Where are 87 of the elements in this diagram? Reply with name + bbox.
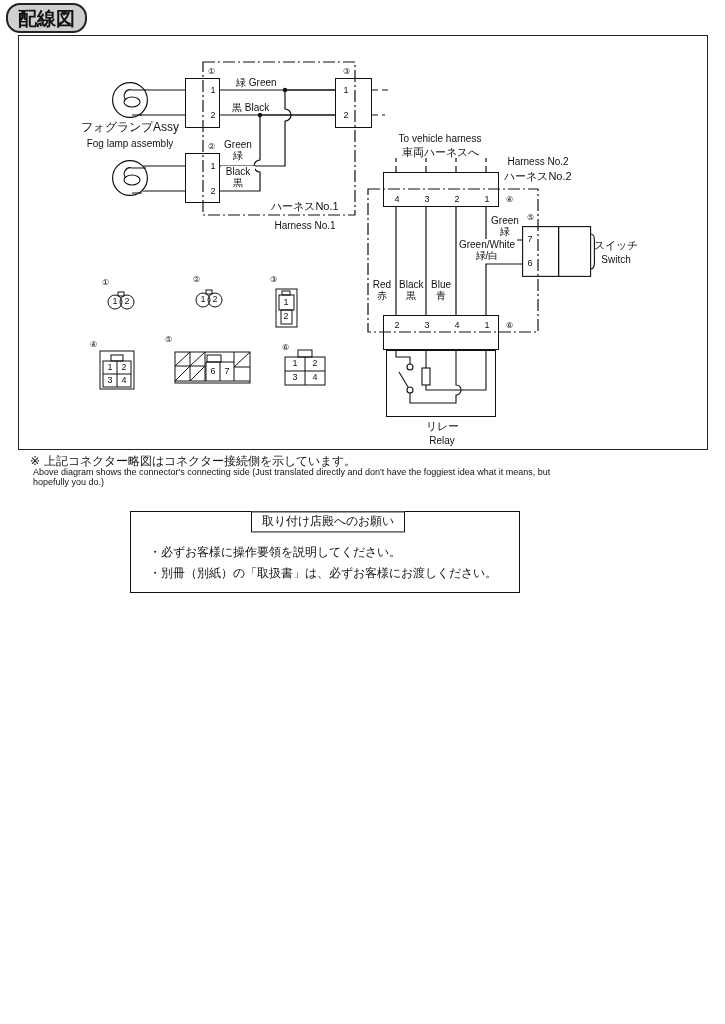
wire-label: Green/White 緑/白: [457, 239, 517, 261]
note-text: ※ 上記コネクター略図はコネクター接続側を示しています。: [30, 455, 356, 469]
connector-number: ③: [342, 67, 350, 77]
pin-number: 2: [343, 111, 349, 121]
wire: [485, 263, 523, 316]
connector-number: ⑥: [281, 343, 289, 353]
pin-number: 4: [121, 376, 127, 386]
destination-label: To vehicle harness: [398, 132, 482, 144]
dashed-wire: [485, 157, 487, 173]
pin-number: 2: [212, 295, 218, 305]
pin-number: 6: [210, 367, 216, 377]
wire: [395, 206, 397, 316]
pin-number: 1: [283, 298, 289, 308]
pin-number: 3: [292, 373, 298, 383]
pin-number: 1: [210, 162, 216, 172]
pin-number: 1: [292, 359, 298, 369]
harness-label: ハーネスNo.1: [271, 199, 339, 213]
part-label: Relay: [429, 434, 455, 446]
connector-number: ④: [89, 340, 97, 350]
connector-number: ④: [505, 195, 513, 205]
pin-number: 6: [527, 259, 533, 269]
notice-box: [130, 511, 520, 593]
part-label: リレー: [425, 419, 459, 433]
connector-number: ⑤: [526, 213, 534, 223]
harness-label: Harness No.1: [274, 219, 336, 231]
wire-label: Black 黒: [221, 166, 255, 188]
connector-number: ①: [207, 67, 215, 77]
wire-label: 緑 Green: [236, 76, 277, 88]
pin-number: 2: [124, 297, 130, 307]
dashed-wire: [395, 157, 397, 173]
pin-number: 4: [394, 195, 400, 205]
wire: [142, 165, 186, 167]
pin-number: 1: [112, 297, 118, 307]
part-label: Switch: [601, 253, 631, 265]
wire-label: Red 赤: [372, 279, 392, 301]
notice-text: ・別冊（別紙）の「取扱書」は、必ずお客様にお渡しください。: [149, 567, 497, 581]
pin-number: 4: [312, 373, 318, 383]
pin-number: 2: [394, 321, 400, 331]
pin-number: 1: [484, 321, 490, 331]
dashed-wire: [371, 114, 386, 116]
pin-number: 2: [210, 187, 216, 197]
pin-number: 4: [454, 321, 460, 331]
dashed-wire: [425, 157, 427, 173]
pin-number: 2: [121, 363, 127, 373]
wire-label: Green 緑: [221, 139, 255, 161]
connector-number: ③: [269, 275, 277, 285]
pin-number: 3: [107, 376, 113, 386]
dashed-wire: [455, 157, 457, 173]
pin-number: 1: [107, 363, 113, 373]
title-badge: 配線図: [6, 3, 87, 33]
pin-number: 7: [224, 367, 230, 377]
part-label: スイッチ: [594, 238, 638, 252]
pin-number: 2: [283, 312, 289, 322]
wire: [455, 206, 457, 316]
wire: [141, 190, 186, 192]
wire: [425, 206, 427, 316]
pin-number: 1: [484, 195, 490, 205]
wire: [144, 89, 186, 91]
wire-label: Green 緑: [488, 215, 522, 237]
notice-heading: 取り付け店殿へのお願い: [251, 511, 405, 533]
harness-label: Harness No.2: [507, 155, 569, 167]
wire-label: 黒 Black: [232, 101, 270, 113]
pin-number: 3: [424, 195, 430, 205]
wire-label: Blue 青: [430, 279, 452, 301]
pin-number: 1: [200, 295, 206, 305]
wire: [139, 114, 186, 116]
wire-label: Black 黒: [399, 279, 423, 301]
part-label: Fog lamp assembly: [86, 137, 174, 149]
destination-label: 車両ハーネスへ: [401, 145, 479, 159]
note-text: Above diagram shows the connector's connecting side (Just translated directly and don't have the foggiest idea what it means, but hopefully you do.): [33, 468, 552, 488]
pin-number: 2: [312, 359, 318, 369]
connector-number: ①: [101, 278, 109, 288]
connector-number: ⑤: [164, 335, 172, 345]
pin-number: 2: [210, 111, 216, 121]
pin-number: 7: [527, 235, 533, 245]
connector-number: ②: [207, 142, 215, 152]
pin-number: 1: [210, 86, 216, 96]
notice-text: ・必ずお客様に操作要領を説明してください。: [149, 546, 401, 560]
pin-number: 1: [343, 86, 349, 96]
harness-label: ハーネスNo.2: [504, 169, 572, 183]
connector-number: ②: [192, 275, 200, 285]
part-label: フォグランプAssy: [81, 121, 179, 135]
connector-number: ⑥: [505, 321, 513, 331]
wire: [219, 89, 336, 167]
pin-number: 2: [454, 195, 460, 205]
pin-number: 3: [424, 321, 430, 331]
wire: [219, 114, 336, 192]
